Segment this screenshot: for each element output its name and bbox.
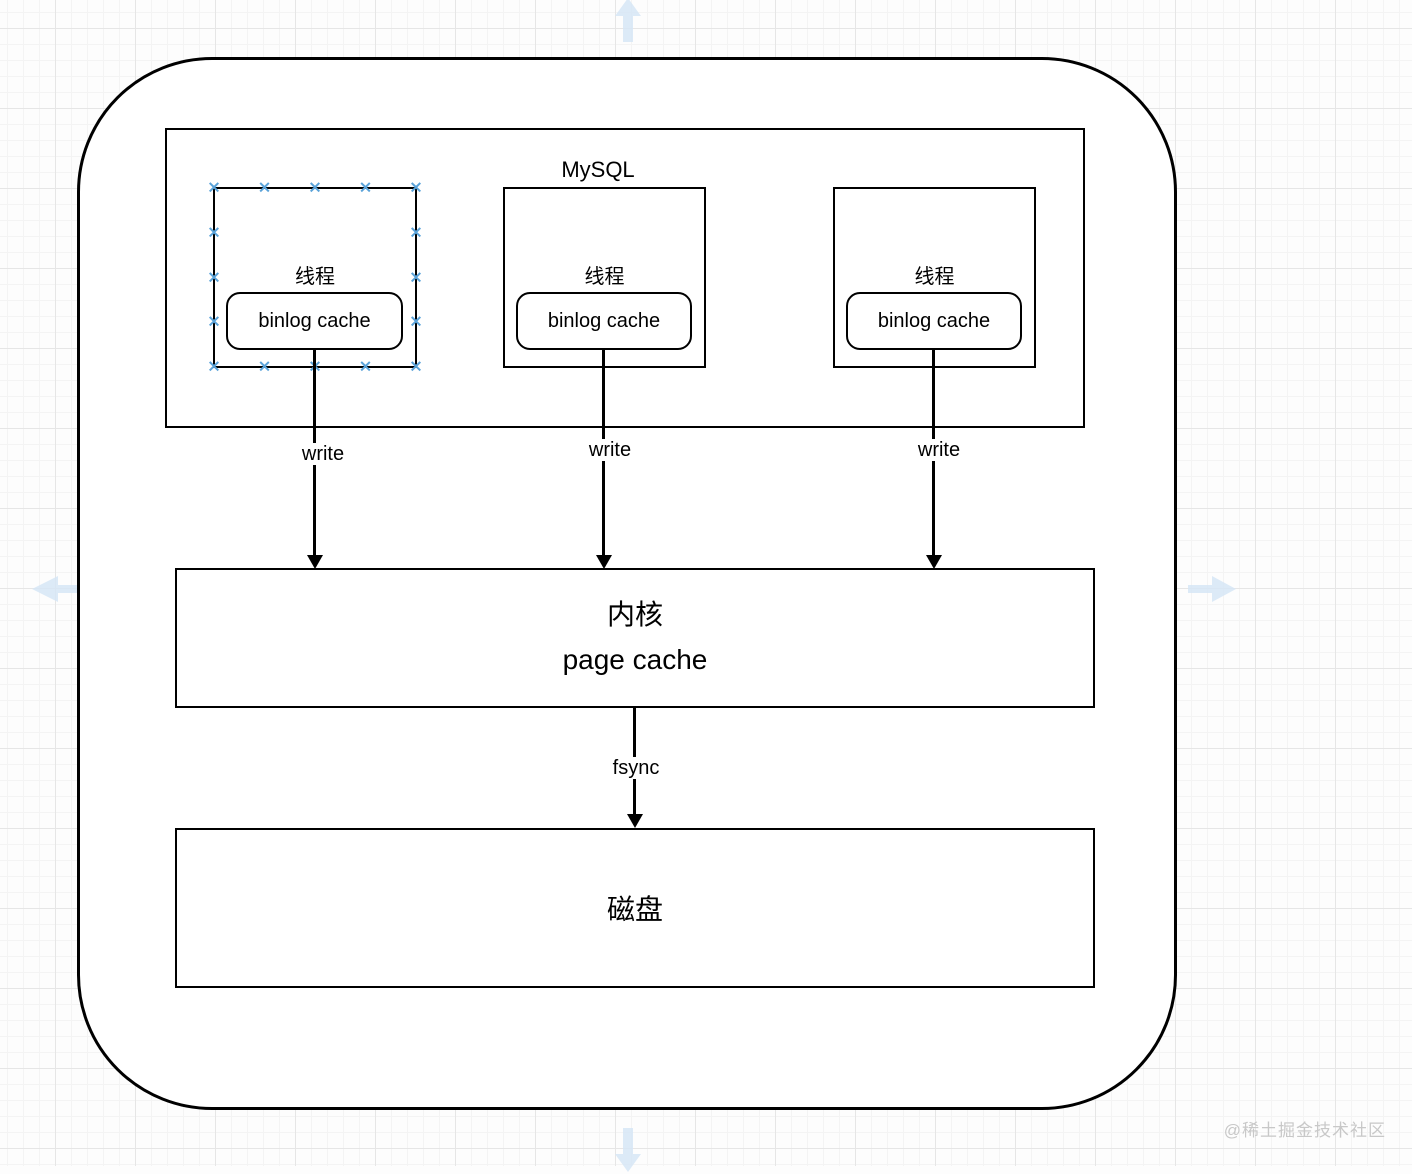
selection-handle-icon[interactable]: × [206,267,222,287]
selection-handle-icon[interactable]: × [206,222,222,243]
selection-handle-icon[interactable]: × [257,356,272,377]
mysql-group-title: MySQL [561,157,635,182]
selection-handle-icon[interactable]: × [257,177,272,198]
thread-box-3[interactable]: 线程 binlog cache [833,187,1036,368]
selection-handle-icon[interactable]: × [408,222,424,243]
selection-handle-icon[interactable]: × [408,177,424,198]
selection-handles: ×××××××××××××××× [207,179,423,375]
selection-handle-icon[interactable]: × [307,177,323,198]
binlog-cache-label: binlog cache [547,309,661,332]
thread-box-1[interactable]: 线程 binlog cache ×××××××××××××××× [207,179,423,375]
kernel-label-line1: 内核 [606,599,663,631]
thread-label: 线程 [914,266,955,288]
write-arrowhead-1 [307,555,323,569]
pan-up-arrow[interactable] [611,0,645,44]
pan-right-arrow[interactable] [1186,572,1238,606]
write-label-3[interactable]: write [913,439,965,461]
watermark: @稀土掘金技术社区 [1223,1121,1386,1140]
selection-handle-icon[interactable]: × [206,356,222,377]
selection-handle-icon[interactable]: × [408,267,424,287]
binlog-cache-label: binlog cache [258,309,371,332]
selection-handle-icon[interactable]: × [206,311,222,332]
selection-handle-icon[interactable]: × [358,177,373,198]
pan-down-arrow[interactable] [611,1126,645,1174]
write-arrowhead-3 [926,555,942,569]
selection-handle-icon[interactable]: × [358,356,373,377]
kernel-page-cache-box[interactable]: 内核 page cache [175,568,1095,708]
disk-label: 磁盘 [606,894,663,925]
thread-label: 线程 [584,266,625,288]
binlog-cache-box-3[interactable]: binlog cache [846,292,1022,350]
binlog-cache-box-1[interactable]: binlog cache [226,292,403,350]
kernel-label-line2: page cache [562,644,708,675]
thread-box-2[interactable]: 线程 binlog cache [503,187,706,368]
write-label-2[interactable]: write [584,439,636,461]
selection-handle-icon[interactable]: × [408,356,424,377]
pan-left-arrow[interactable] [30,572,92,606]
thread-label: 线程 [295,266,335,288]
binlog-cache-label: binlog cache [877,309,991,332]
selection-handle-icon[interactable]: × [408,311,424,332]
disk-box[interactable]: 磁盘 [175,828,1095,988]
fsync-arrowhead [627,814,643,828]
binlog-cache-box-2[interactable]: binlog cache [516,292,692,350]
fsync-label[interactable]: fsync [608,757,664,779]
write-arrowhead-2 [596,555,612,569]
write-label-1[interactable]: write [297,443,349,465]
selection-handle-icon[interactable]: × [206,177,222,198]
